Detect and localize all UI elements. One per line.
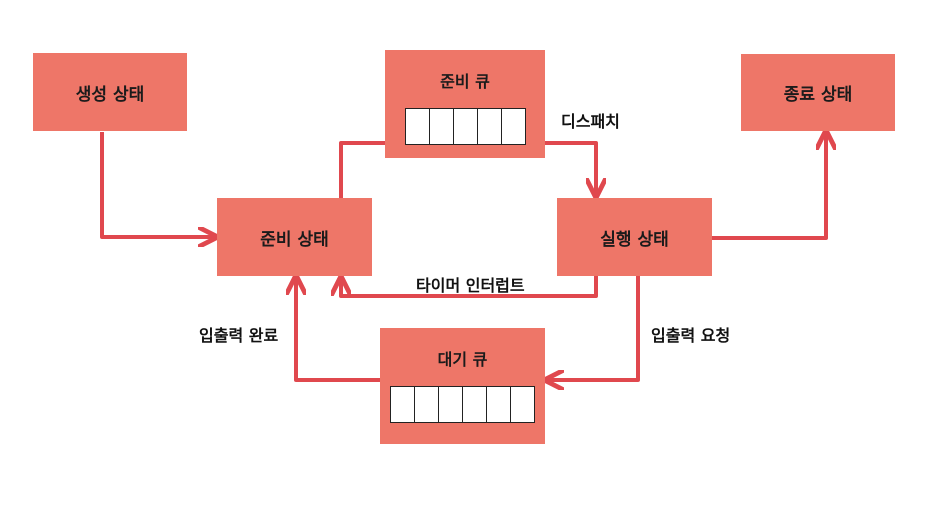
queue-slot xyxy=(501,109,525,144)
io-request-label: 입출력 요청 xyxy=(651,326,731,345)
running-state-label: 실행 상태 xyxy=(600,229,669,250)
terminated-state-box: 종료 상태 xyxy=(741,54,895,131)
wait-queue-title: 대기 큐 xyxy=(437,350,488,369)
arrow-ready-to-queue xyxy=(339,141,385,198)
queue-slot xyxy=(463,387,487,422)
ready-queue-title: 준비 큐 xyxy=(440,72,490,91)
queue-slot xyxy=(477,109,502,144)
queue-slot xyxy=(429,109,454,144)
terminated-state-label: 종료 상태 xyxy=(783,85,853,105)
queue-slot xyxy=(415,387,439,422)
arrow-io-complete xyxy=(296,279,380,382)
dispatch-label: 디스패치 xyxy=(561,112,620,131)
wait-queue-box: 대기 큐 xyxy=(380,328,545,444)
ready-queue-box: 준비 큐 xyxy=(385,50,545,158)
queue-slot xyxy=(405,109,430,144)
timer-interrupt-label: 타이머 인터럽트 xyxy=(416,276,525,295)
queue-slot xyxy=(439,387,463,422)
arrow-admit xyxy=(100,132,214,237)
queue-slot xyxy=(511,387,534,422)
arrow-exit xyxy=(712,134,826,240)
queue-slot xyxy=(391,387,415,422)
running-state-box: 실행 상태 xyxy=(557,198,712,276)
queue-slot xyxy=(487,387,511,422)
ready-queue-slots xyxy=(404,108,526,145)
arrow-dispatch xyxy=(545,141,596,194)
new-state-label: 생성 상태 xyxy=(75,84,145,105)
arrow-timer-interrupt xyxy=(341,276,598,298)
queue-slot xyxy=(453,109,478,144)
ready-state-label: 준비 상태 xyxy=(260,229,329,250)
wait-queue-slots xyxy=(390,386,535,423)
ready-state-box: 준비 상태 xyxy=(217,198,372,276)
new-state-box: 생성 상태 xyxy=(33,53,187,131)
arrow-io-request xyxy=(548,276,640,380)
io-complete-label: 입출력 완료 xyxy=(199,326,279,345)
